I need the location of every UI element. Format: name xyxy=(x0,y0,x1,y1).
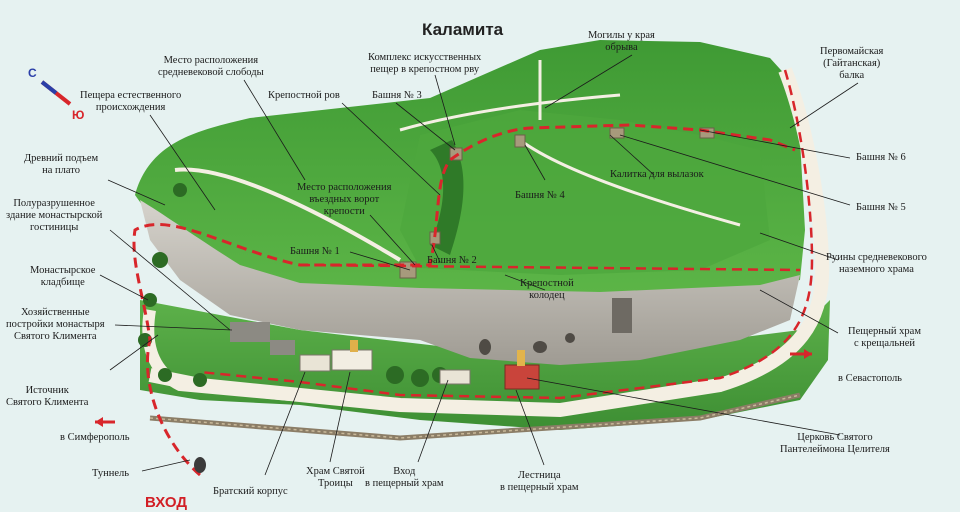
label-medieval-settlement: Место расположения средневековой слободы xyxy=(158,55,264,78)
cave-opening xyxy=(612,298,632,333)
label-fortress-well: Крепостной колодец xyxy=(520,278,574,301)
leader-lines xyxy=(99,54,859,476)
label-pervomayskaya-ravine: Первомайская (Гайтанская) балка xyxy=(820,46,884,81)
compass-arrow xyxy=(40,80,58,95)
label-church-panteleimon: Церковь Святого Пантелеймона Целителя xyxy=(780,432,890,455)
label-to-simferopol: в Симферополь xyxy=(60,432,130,443)
ravine xyxy=(430,140,464,255)
walking-route xyxy=(299,263,801,272)
label-tower-1: Башня № 1 xyxy=(290,246,340,257)
label-fortress-moat: Крепостной ров xyxy=(268,90,340,101)
label-stairs-to-cave-temple: Лестница в пещерный храм xyxy=(500,470,579,493)
cave-opening xyxy=(533,341,547,353)
label-outbuildings: Хозяйственные постройки монастыря Святог… xyxy=(6,307,105,342)
label-brethren-building: Братский корпус xyxy=(213,486,288,497)
label-tower-5: Башня № 5 xyxy=(856,202,906,213)
walking-route xyxy=(132,123,796,477)
cliff-face xyxy=(140,200,800,365)
direction-arrow-east xyxy=(804,349,812,359)
label-artificial-caves: Комплекс искусственных пещер в крепостно… xyxy=(368,52,482,75)
label-graves: Могилы у края обрыва xyxy=(588,30,655,53)
label-tunnel: Туннель xyxy=(92,468,130,479)
label-cave-temple-entrance: Вход в пещерный храм xyxy=(365,466,444,489)
cave-opening xyxy=(479,339,491,355)
plateau-path xyxy=(399,93,621,132)
road-east xyxy=(148,67,830,418)
label-monastery-cemetery: Монастырское кладбище xyxy=(30,265,96,288)
label-ancient-ascent: Древний подъем на плато xyxy=(24,153,99,176)
label-spring-st-clement: Источник Святого Климента xyxy=(6,385,89,408)
label-holy-trinity-church: Храм Святой Троицы xyxy=(306,466,365,489)
monastery-buildings xyxy=(230,322,540,390)
cave-opening xyxy=(565,333,575,343)
plateau-path xyxy=(519,138,741,227)
entrance-label: ВХОД xyxy=(145,494,188,511)
label-sortie-gate: Калитка для вылазок xyxy=(610,169,704,180)
label-gate-site: Место расположения въездных ворот крепос… xyxy=(297,182,392,217)
label-tower-3: Башня № 3 xyxy=(372,90,422,101)
label-tower-2: Башня № 2 xyxy=(427,255,477,266)
fortress-area xyxy=(400,110,770,275)
label-tower-4: Башня № 4 xyxy=(515,190,565,201)
label-ruined-hostel: Полуразрушенное здание монастырской гост… xyxy=(6,198,103,233)
label-tower-6: Башня № 6 xyxy=(856,152,906,163)
label-to-sevastopol: в Севастополь xyxy=(838,373,902,384)
direction-arrow-west xyxy=(95,417,103,427)
road-west xyxy=(142,309,291,401)
label-natural-cave: Пещера естественного происхождения xyxy=(80,90,182,113)
map-title: Каламита xyxy=(422,20,504,39)
plateau-path xyxy=(174,167,402,262)
railway xyxy=(149,394,801,439)
label-ruined-temple: Руины средневекового наземного храма xyxy=(826,252,927,275)
compass-south-label: Ю xyxy=(72,108,85,122)
tunnel-portal xyxy=(194,457,206,473)
compass-north-label: С xyxy=(28,66,37,80)
walking-route xyxy=(199,69,814,400)
label-cave-temple-baptistery: Пещерный храм с крещальней xyxy=(848,326,921,349)
